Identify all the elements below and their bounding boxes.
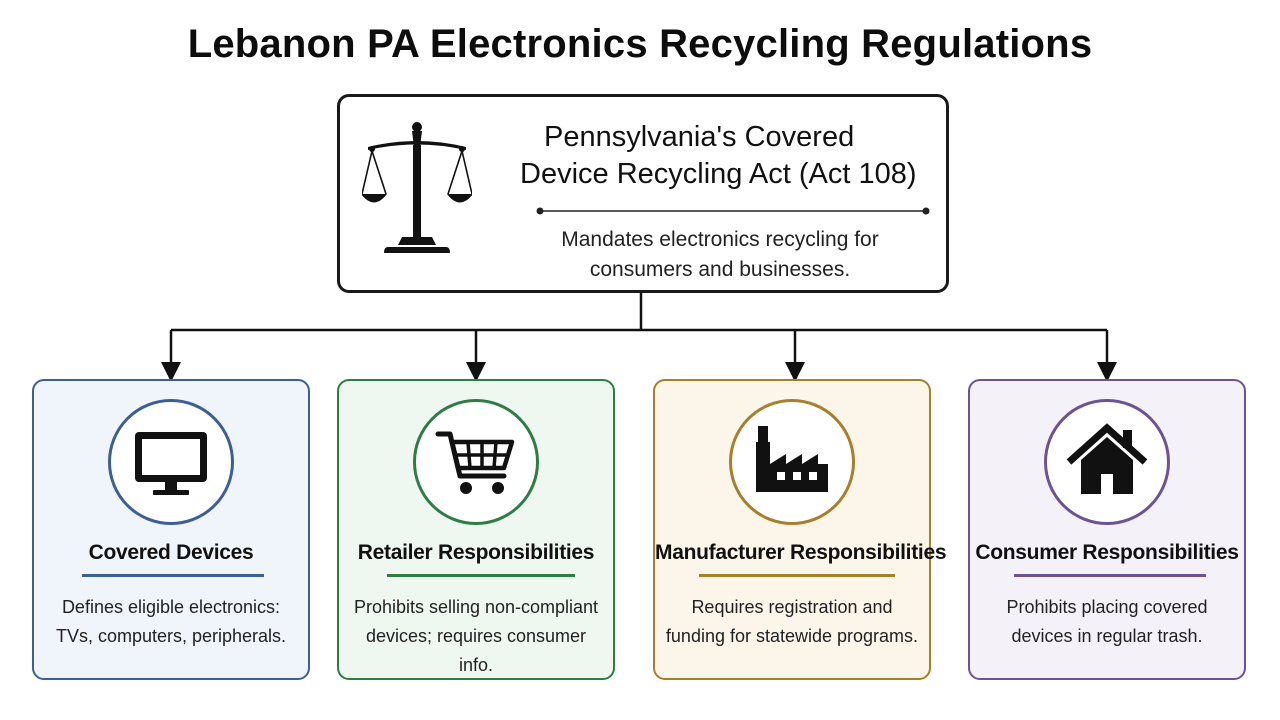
card-heading: Manufacturer Responsibilities [655, 541, 947, 564]
card-manufacturer-responsibilities: Manufacturer Responsibilities Requires r… [653, 379, 947, 680]
factory-icon [756, 426, 828, 492]
card-description: Defines eligible electronics: TVs, compu… [55, 597, 287, 646]
shopping-cart-icon [435, 431, 515, 494]
house-icon [1066, 423, 1148, 494]
card-description: Requires registration and funding for st… [665, 597, 919, 646]
card-underline [699, 574, 895, 577]
card-description: Prohibits selling non-compliant devices;… [353, 597, 599, 675]
card-description: Prohibits placing covered devices in reg… [1006, 597, 1208, 646]
monitor-icon [135, 432, 207, 495]
card-heading: Covered Devices [88, 541, 254, 564]
act-title-line2: Device Recycling Act (Act 108) [520, 158, 917, 190]
card-icon-circle [1044, 399, 1170, 525]
act-description: Mandates electronics recycling for consu… [561, 228, 879, 281]
card-icon-circle [729, 399, 855, 525]
card-underline [1014, 574, 1206, 577]
act-divider [536, 207, 930, 215]
card-icon-circle [413, 399, 539, 525]
act-box: Pennsylvania's Covered Device Recycling … [337, 94, 949, 293]
act-title-line1: Pennsylvania's Covered [544, 121, 855, 153]
card-heading: Retailer Responsibilities [357, 541, 595, 564]
act-title: Pennsylvania's Covered Device Recycling … [520, 119, 940, 193]
scales-of-justice-icon [362, 122, 472, 253]
card-heading: Consumer Responsibilities [975, 541, 1239, 564]
page-title: Lebanon PA Electronics Recycling Regulat… [187, 22, 1093, 66]
card-retailer-responsibilities: Retailer Responsibilities Prohibits sell… [337, 379, 615, 680]
card-underline [387, 574, 575, 577]
card-covered-devices: Covered Devices Defines eligible electro… [32, 379, 310, 680]
card-consumer-responsibilities: Consumer Responsibilities Prohibits plac… [968, 379, 1246, 680]
card-icon-circle [108, 399, 234, 525]
card-underline [82, 574, 264, 577]
